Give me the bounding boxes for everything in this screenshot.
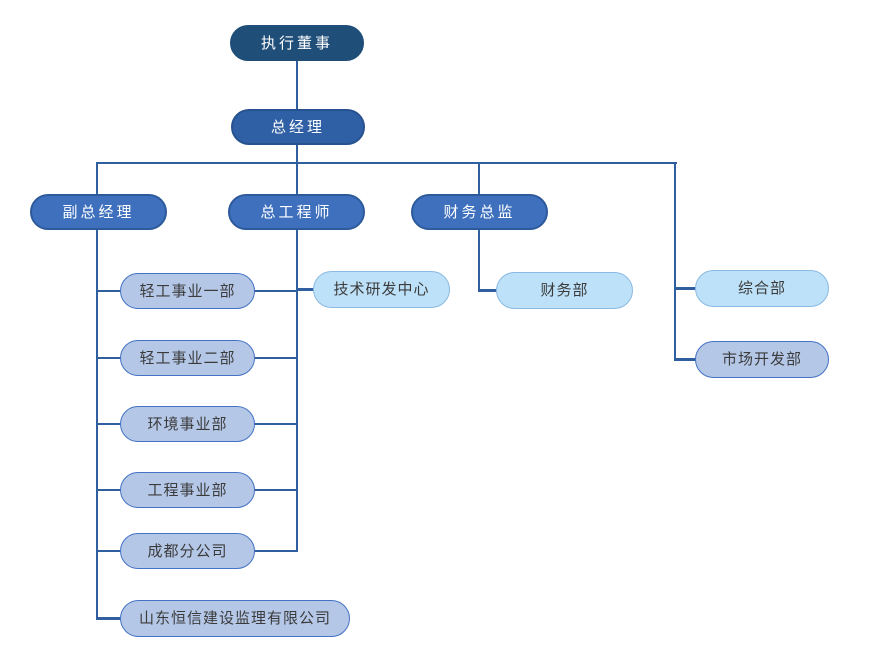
node-general-manager: 总经理: [231, 109, 365, 145]
connector-line: [673, 161, 677, 361]
connector-line: [95, 289, 123, 293]
node-environment-div: 环境事业部: [120, 406, 255, 442]
node-tech-rd-center: 技术研发中心: [313, 271, 450, 308]
connector-line: [95, 356, 123, 360]
connector-line: [295, 288, 316, 291]
node-finance-director: 财务总监: [411, 194, 548, 230]
node-executive-director: 执行董事: [230, 25, 364, 61]
connector-line: [295, 59, 299, 111]
node-chief-engineer: 总工程师: [228, 194, 365, 230]
connector-line: [252, 549, 299, 553]
node-general-affairs-dept: 综合部: [695, 270, 829, 307]
connector-line: [95, 161, 678, 165]
node-light-industry-div-2: 轻工事业二部: [120, 340, 255, 376]
node-chengdu-branch: 成都分公司: [120, 533, 255, 569]
connector-line: [477, 289, 499, 292]
connector-line: [295, 143, 299, 165]
connector-line: [95, 422, 123, 426]
connector-line: [252, 422, 299, 426]
node-light-industry-div-1: 轻工事业一部: [120, 273, 255, 309]
node-deputy-general-manager: 副总经理: [30, 194, 167, 230]
connector-line: [252, 356, 299, 360]
connector-line: [95, 549, 123, 553]
connector-line: [673, 287, 698, 290]
connector-line: [95, 161, 99, 620]
node-engineering-div: 工程事业部: [120, 472, 255, 508]
connector-line: [252, 488, 299, 492]
node-finance-dept: 财务部: [496, 272, 633, 309]
node-shandong-hengxin-supervision: 山东恒信建设监理有限公司: [120, 600, 350, 637]
connector-line: [252, 289, 299, 293]
node-market-development-dept: 市场开发部: [695, 341, 829, 378]
connector-line: [673, 358, 698, 361]
connector-line: [95, 488, 123, 492]
connector-line: [95, 617, 123, 620]
